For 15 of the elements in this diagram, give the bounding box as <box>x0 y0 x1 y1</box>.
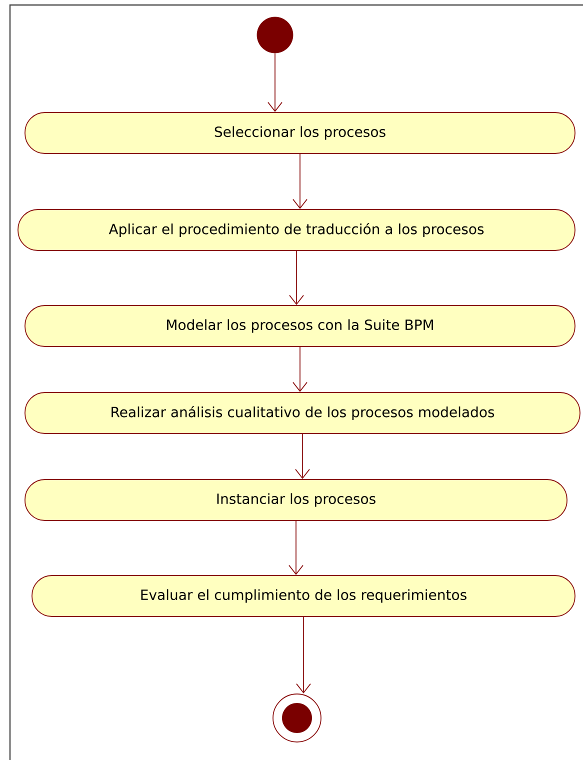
arrow <box>292 346 308 392</box>
end-bullseye <box>272 694 322 742</box>
arrow <box>289 250 304 306</box>
activity-box: Seleccionar los procesos <box>24 112 576 154</box>
activity-box: Instanciar los procesos <box>24 479 568 521</box>
activity-box: Evaluar el cumplimiento de los requerimientos <box>32 575 576 617</box>
arrow <box>288 520 304 576</box>
start-dot <box>256 16 294 54</box>
arrow <box>296 616 311 694</box>
activity-box: Realizar análisis cualitativo de los procesos modelados <box>24 392 580 434</box>
activity-box: Aplicar el procedimiento de traducción a los procesos <box>18 209 576 251</box>
arrow <box>295 434 310 480</box>
arrow <box>292 154 308 210</box>
arrow <box>268 52 282 112</box>
activity-box: Modelar los procesos con la Suite BPM <box>24 305 576 347</box>
